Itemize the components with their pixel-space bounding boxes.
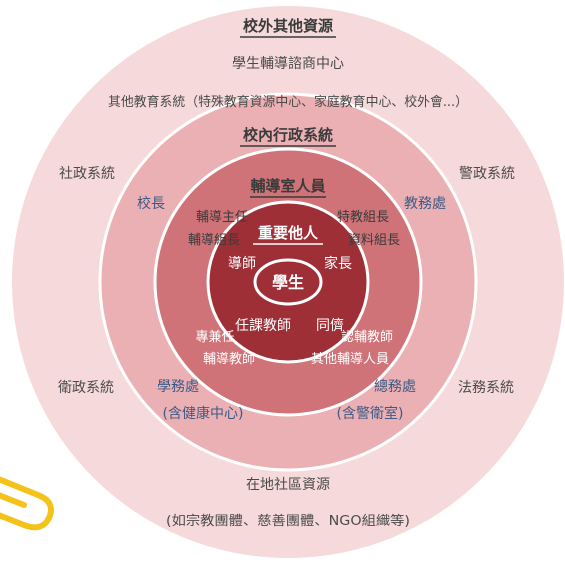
student-core-ellipse <box>253 258 323 306</box>
social-admin-label: 社政系統 <box>59 166 115 182</box>
outer-ring-title: 校外其他資源 <box>243 17 333 35</box>
director-label: 輔導主任 <box>196 210 248 225</box>
principal-label: 校長 <box>137 195 165 212</box>
homeroom-teacher-label: 導師 <box>228 256 256 272</box>
legal-label: 法務系統 <box>458 380 514 396</box>
resource-teacher-label: 認輔教師 <box>341 329 393 345</box>
counseling-staff-title: 輔導室人員 <box>250 177 325 195</box>
other-staff-label: 其他輔導人員 <box>311 352 389 367</box>
section-chief-label: 輔導組長 <box>188 233 240 248</box>
health-admin-label: 衛政系統 <box>58 380 114 396</box>
general-affairs-label: 總務處 <box>374 378 416 395</box>
peers-label: 同儕 <box>316 318 344 334</box>
part-time-label: 專兼任 <box>195 330 234 345</box>
subject-teachers-label: 任課教師 <box>235 318 291 334</box>
paper-clip-icon <box>0 476 54 531</box>
counseling-center-label: 學生輔導諮商中心 <box>232 55 344 72</box>
student-label: 學生 <box>272 273 304 292</box>
parents-label: 家長 <box>324 255 352 272</box>
special-ed-chief-label: 特教組長 <box>337 209 389 225</box>
records-chief-label: 資料組長 <box>348 233 400 248</box>
academic-affairs-label: 教務處 <box>404 196 446 212</box>
significant-others-title: 重要他人 <box>258 224 319 242</box>
community-examples-label: (如宗教團體、慈善團體、NGO組織等) <box>166 513 410 529</box>
student-affairs-note: (含健康中心) <box>163 405 244 422</box>
counseling-teacher-label: 輔導教師 <box>203 351 255 367</box>
community-label: 在地社區資源 <box>246 477 330 493</box>
student-affairs-label: 學務處 <box>157 379 199 395</box>
school-admin-title: 校內行政系統 <box>243 126 333 144</box>
police-label: 警政系統 <box>459 166 515 182</box>
general-affairs-note: (含警衛室) <box>337 405 404 422</box>
education-systems-label: 其他教育系統（特殊教育資源中心、家庭教育中心、校外會...） <box>108 94 468 110</box>
